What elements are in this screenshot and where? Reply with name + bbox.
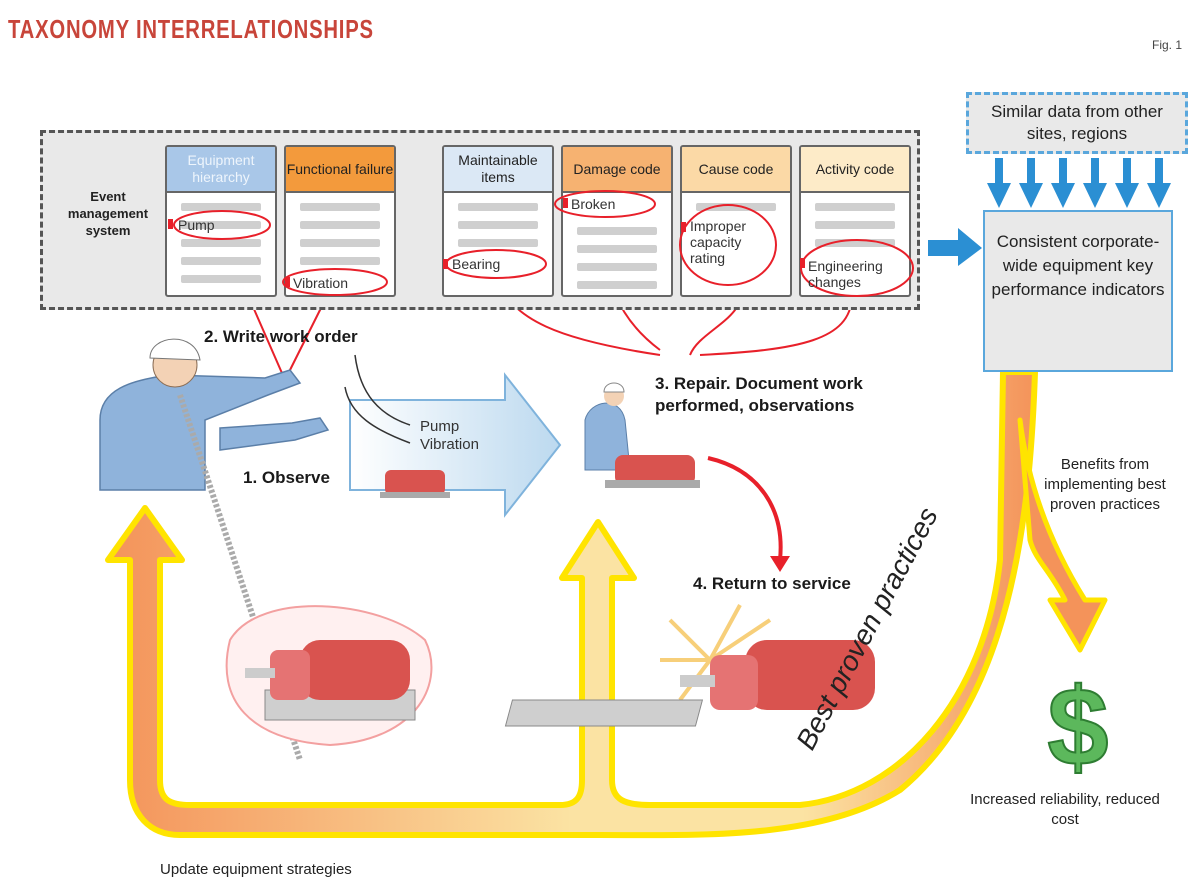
outcome-note: Increased reliability, reduced cost bbox=[970, 791, 1160, 828]
restored-pump-illustration bbox=[504, 604, 875, 727]
selected-value-equipment: Pump bbox=[178, 217, 215, 233]
taxonomy-column-damage-code: Damage code bbox=[561, 145, 673, 297]
selected-value-damage: Broken bbox=[571, 196, 616, 212]
taxonomy-column-maintainable-items: Maintainable items bbox=[442, 145, 554, 297]
column-header: Maintainable items bbox=[444, 147, 552, 193]
ems-to-kpi-arrow bbox=[928, 228, 982, 266]
kpi-box: Consistent corporate-wide equipment key … bbox=[983, 210, 1173, 372]
dollar-icon: $ bbox=[1047, 666, 1108, 789]
column-header: Cause code bbox=[682, 147, 790, 193]
selected-value-item: Bearing bbox=[452, 256, 501, 272]
update-strategies-note: Update equipment strategies bbox=[160, 861, 352, 878]
return-to-service-arrow bbox=[707, 456, 790, 572]
column-header: Functional failure bbox=[286, 147, 394, 193]
selected-value-failure: Vibration bbox=[293, 275, 349, 291]
site-data-arrows bbox=[987, 158, 1171, 208]
work-order-curves bbox=[344, 354, 411, 444]
best-practices-loop-arrow bbox=[105, 369, 1108, 839]
step-observe: 1. Observe bbox=[243, 468, 330, 487]
work-order-value-pump: Pump bbox=[420, 418, 460, 435]
other-sites-data-box: Similar data from other sites, regions bbox=[966, 92, 1188, 154]
column-header: Damage code bbox=[563, 147, 671, 193]
small-pump-illustration bbox=[380, 470, 450, 498]
page-title: Taxonomy interrelationships bbox=[8, 14, 374, 44]
vibrating-pump-illustration bbox=[225, 605, 433, 747]
column-header: Activity code bbox=[801, 147, 909, 193]
selected-value-activity: Engineering changes bbox=[808, 258, 883, 290]
selected-value-cause: Improper capacity rating bbox=[690, 218, 747, 266]
step-repair: 3. Repair. Document work performed, obse… bbox=[655, 374, 863, 415]
benefits-note: Benefits from implementing best proven p… bbox=[1044, 456, 1166, 513]
repair-worker-illustration bbox=[584, 382, 700, 488]
figure-label: Fig. 1 bbox=[1152, 38, 1183, 52]
step-write-work-order: 2. Write work order bbox=[204, 327, 358, 346]
event-management-system-label: Event management system bbox=[67, 189, 149, 238]
column-header: Equipment hierarchy bbox=[167, 147, 275, 193]
step-return-to-service: 4. Return to service bbox=[693, 574, 851, 593]
work-order-value-vibration: Vibration bbox=[420, 436, 479, 453]
